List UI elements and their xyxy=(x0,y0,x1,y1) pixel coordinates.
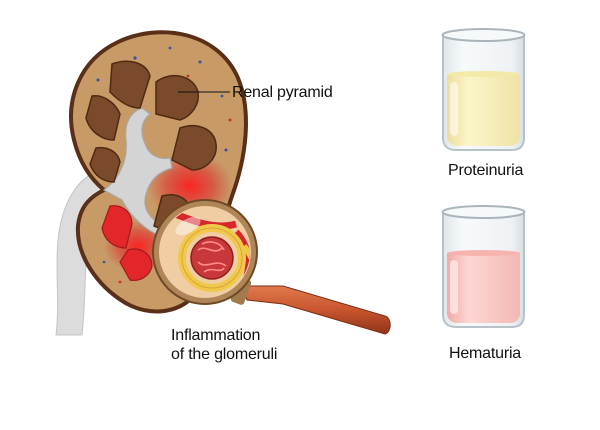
hematuria-label: Hematuria xyxy=(449,345,522,362)
inflammation-label-line2: of the glomeruli xyxy=(171,346,278,363)
magnifier-handle xyxy=(240,285,391,335)
proteinuria-label: Proteinuria xyxy=(448,162,524,179)
magnifier-lens xyxy=(152,199,258,305)
renal-pyramids xyxy=(85,60,217,233)
hematuria-beaker xyxy=(441,205,526,328)
glomerulus xyxy=(190,236,234,280)
inflammation-label-line1: Inflammation xyxy=(171,327,261,344)
proteinuria-beaker xyxy=(441,28,526,151)
renal-pyramid-label: Renal pyramid xyxy=(232,84,333,101)
inflammation-label: Inflammation of the glomeruli xyxy=(171,326,277,364)
